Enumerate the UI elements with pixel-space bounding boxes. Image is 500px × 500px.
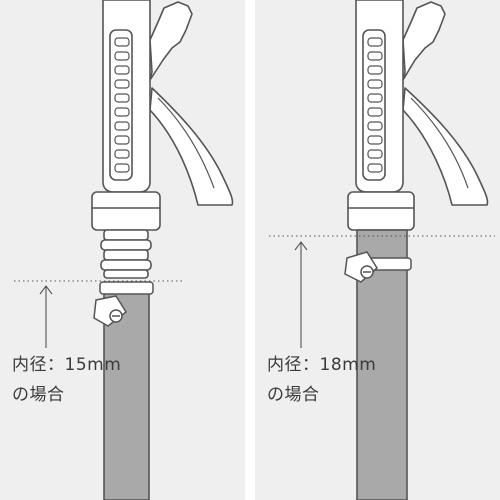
hose-clamp: [344, 251, 412, 283]
up-arrow-icon: [294, 241, 308, 348]
trigger-blade: [402, 87, 489, 206]
up-arrow-icon: [39, 285, 53, 348]
caption-15mm: 内径：15mm の場合: [12, 357, 121, 404]
trigger-lever: [402, 1, 446, 81]
spray-gun-18mm-illustration: [269, 0, 495, 500]
trigger-blade: [149, 87, 234, 206]
hose-clamp: [93, 281, 154, 327]
ribbed-adapter: [100, 229, 152, 279]
gun-collar: [91, 191, 161, 231]
trigger-lever: [149, 1, 193, 81]
comparison-panel-18mm: 内径：18mm の場合: [255, 0, 500, 500]
case-label: の場合: [267, 385, 320, 405]
gun-collar: [347, 191, 415, 231]
comparison-panel-15mm: 内径：15mm の場合: [0, 0, 245, 500]
diameter-label: 内径：18mm: [267, 355, 377, 375]
case-label: の場合: [12, 385, 65, 405]
spray-gun-15mm-illustration: [14, 0, 234, 500]
hose-18mm: [356, 229, 408, 500]
diameter-label: 内径：15mm: [12, 355, 122, 375]
caption-18mm: 内径：18mm の場合: [267, 357, 376, 404]
